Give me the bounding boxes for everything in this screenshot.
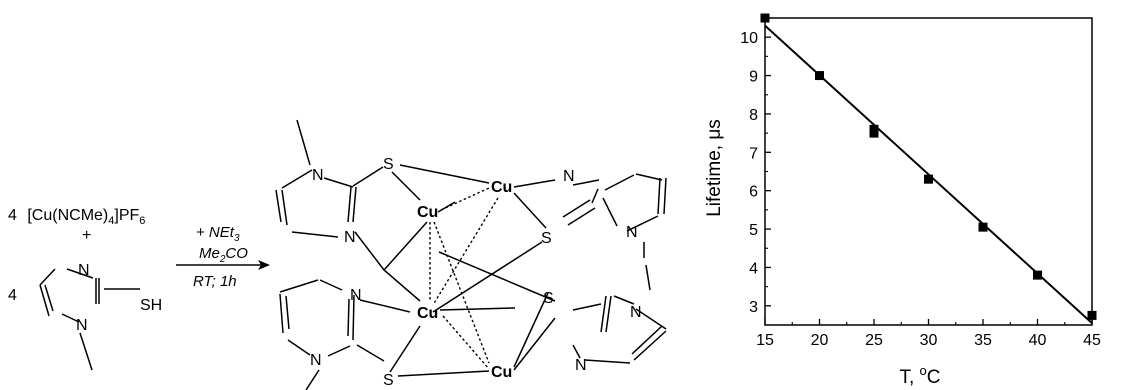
svg-text:N: N [630, 304, 642, 321]
y-tick-label: 5 [749, 222, 758, 239]
fit-line-segment [764, 24, 1093, 324]
y-tick-label: 8 [749, 107, 758, 124]
svg-text:N: N [344, 229, 356, 246]
x-tick-label: 35 [974, 332, 992, 349]
svg-text:N: N [626, 224, 638, 241]
plus-sign: + [82, 227, 91, 244]
cu-atom-2: Cu [491, 179, 512, 196]
svg-text:S: S [541, 230, 552, 247]
cu-atom-4: Cu [491, 364, 512, 381]
y-tick-label: 3 [749, 299, 758, 316]
svg-text:N: N [575, 357, 587, 374]
y-tick-label: 7 [749, 145, 758, 162]
y-tick-label: 6 [749, 184, 758, 201]
x-tick-label: 20 [811, 332, 829, 349]
condition-base: + NEt3 [196, 224, 240, 244]
reagent2-coefficient: 4 [8, 287, 17, 304]
svg-text:N: N [350, 287, 362, 304]
reaction-arrow [176, 260, 270, 270]
svg-text:SH: SH [140, 297, 162, 314]
x-tick-label: 40 [1029, 332, 1047, 349]
svg-text:N: N [78, 262, 90, 279]
svg-text:N: N [310, 352, 322, 369]
condition-time: RT; 1h [193, 273, 237, 290]
svg-text:S: S [383, 156, 394, 173]
y-tick-label: 10 [740, 30, 758, 47]
reagent1-coefficient: 4 [8, 207, 17, 224]
data-point [869, 128, 879, 138]
y-axis-label: Lifetime, μs [704, 119, 725, 217]
data-point [1033, 270, 1042, 280]
data-point [1087, 310, 1097, 320]
data-point [924, 174, 933, 184]
data-point [978, 222, 988, 232]
copper-cluster-structure: N N N N N N N N S S S S Cu Cu Cu Cu [275, 119, 667, 390]
svg-text:N: N [312, 167, 324, 184]
svg-text:N: N [563, 168, 575, 185]
cu-atom-3: Cu [417, 305, 438, 322]
data-points [760, 13, 1097, 320]
y-tick-label: 4 [749, 260, 758, 277]
x-tick-label: 15 [756, 332, 774, 349]
x-tick-label: 30 [920, 332, 938, 349]
svg-text:S: S [383, 372, 394, 389]
x-tick-label: 45 [1083, 332, 1101, 349]
fit-line [764, 24, 1093, 324]
data-point [760, 13, 770, 23]
reaction-scheme: 4 [Cu(NCMe)4]PF6 + 4 N N SH + NEt3 Me2CO… [8, 119, 667, 390]
methylimidazole-thiol-structure: N N SH [39, 262, 162, 371]
y-tick-label: 9 [749, 69, 758, 86]
data-point [815, 71, 824, 81]
reagent1-formula: 4 [Cu(NCMe)4]PF6 [8, 207, 145, 227]
x-tick-label: 25 [865, 332, 883, 349]
condition-solvent: Me2CO [199, 245, 248, 265]
cu-atom-1: Cu [417, 204, 438, 221]
x-axis-label: T, oC [899, 363, 940, 388]
svg-text:N: N [76, 317, 88, 334]
